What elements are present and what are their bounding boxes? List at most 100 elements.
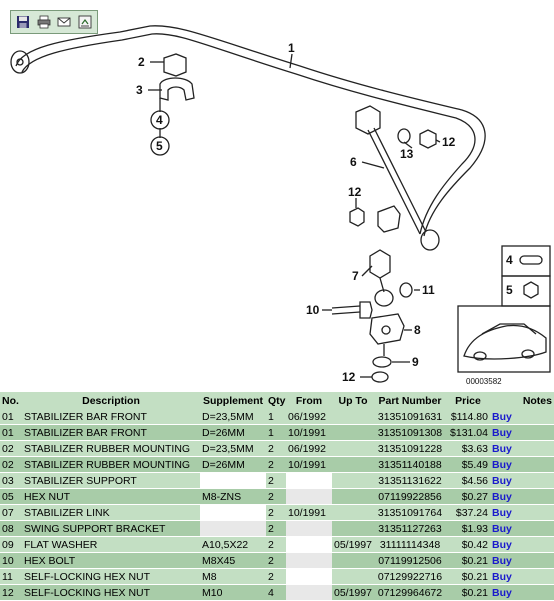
leader-13 bbox=[403, 141, 413, 149]
row-qty: 2 bbox=[266, 568, 286, 585]
save-icon bbox=[17, 16, 30, 28]
car-thumbnail-wheel-rear bbox=[521, 349, 535, 359]
row-part-number: 31111114348 bbox=[374, 536, 446, 553]
stabilizer-bar-inner bbox=[21, 33, 476, 235]
row-upto bbox=[332, 520, 374, 537]
col-header-from: From bbox=[286, 392, 332, 409]
link-lower-bracket bbox=[377, 205, 401, 233]
col-header-part-number: Part Number bbox=[374, 392, 446, 409]
row-supplement: D=26MM bbox=[200, 456, 266, 473]
row-from: 10/1991 bbox=[286, 456, 332, 473]
part-label-12-bottom: 12 bbox=[342, 370, 356, 384]
row-buy-cell: Buy bbox=[490, 520, 554, 537]
row-upto bbox=[332, 568, 374, 585]
buy-button[interactable]: Buy bbox=[492, 522, 512, 535]
row-qty: 2 bbox=[266, 552, 286, 569]
row-description: HEX NUT bbox=[22, 488, 200, 505]
buy-button[interactable]: Buy bbox=[492, 554, 512, 567]
row-qty: 1 bbox=[266, 424, 286, 441]
row-from bbox=[286, 520, 332, 537]
col-header-qty: Qty bbox=[266, 392, 286, 409]
row-qty: 2 bbox=[266, 488, 286, 505]
link-lower-ball bbox=[420, 229, 440, 251]
export-button[interactable] bbox=[77, 14, 93, 30]
row-from: 10/1991 bbox=[286, 504, 332, 521]
row-buy-cell: Buy bbox=[490, 504, 554, 521]
buy-button[interactable]: Buy bbox=[492, 586, 512, 599]
row-description: STABILIZER RUBBER MOUNTING bbox=[22, 456, 200, 473]
row-no: 01 bbox=[0, 409, 22, 425]
row-upto bbox=[332, 488, 374, 505]
row-description: SELF-LOCKING HEX NUT bbox=[22, 584, 200, 601]
row-description: STABILIZER BAR FRONT bbox=[22, 409, 200, 425]
row-part-number: 07129922716 bbox=[374, 568, 446, 585]
row-supplement: M8 bbox=[200, 568, 266, 585]
parts-table: No. Description Supplement Qty From Up T… bbox=[0, 392, 554, 601]
buy-button[interactable]: Buy bbox=[492, 570, 512, 583]
print-icon bbox=[37, 15, 51, 29]
buy-button[interactable]: Buy bbox=[492, 458, 512, 471]
hex-bolt-shaft-b bbox=[331, 311, 361, 315]
part-label-12-top: 12 bbox=[442, 135, 456, 149]
buy-button[interactable]: Buy bbox=[492, 490, 512, 503]
buy-button[interactable]: Buy bbox=[492, 474, 512, 487]
row-price: $114.80 bbox=[446, 409, 490, 425]
row-qty: 2 bbox=[266, 520, 286, 537]
row-part-number: 07119922856 bbox=[374, 488, 446, 505]
col-header-upto: Up To bbox=[332, 392, 374, 409]
leader-6 bbox=[361, 161, 385, 169]
row-supplement: D=26MM bbox=[200, 424, 266, 441]
email-button[interactable] bbox=[56, 14, 72, 30]
leader-7 bbox=[361, 265, 373, 277]
row-qty: 4 bbox=[266, 584, 286, 601]
row-qty: 2 bbox=[266, 472, 286, 489]
link-rod-line-b bbox=[373, 127, 427, 233]
stabilizer-bar-outline bbox=[15, 25, 486, 237]
col-header-no: No. bbox=[0, 392, 22, 409]
row-price: $0.42 bbox=[446, 536, 490, 553]
row-no: 09 bbox=[0, 536, 22, 553]
parts-diagram-drawing: 1 2 3 4 5 6 12 13 12 7 11 10 8 9 12 4 5 … bbox=[10, 25, 551, 386]
email-icon bbox=[57, 17, 71, 27]
print-button[interactable] bbox=[36, 14, 52, 30]
part-label-3: 3 bbox=[136, 83, 143, 97]
link-top-bushing bbox=[355, 105, 381, 135]
row-from bbox=[286, 584, 332, 601]
callout-5-circle bbox=[150, 136, 170, 156]
nut-12-bottom-shape bbox=[371, 371, 389, 383]
legend-5-shape bbox=[523, 281, 539, 299]
row-part-number: 31351091308 bbox=[374, 424, 446, 441]
row-from bbox=[286, 472, 332, 489]
row-qty: 2 bbox=[266, 536, 286, 553]
row-price: $37.24 bbox=[446, 504, 490, 521]
row-upto: 05/1997 bbox=[332, 536, 374, 553]
row-from bbox=[286, 568, 332, 585]
nut-11-shape bbox=[399, 282, 413, 298]
row-part-number: 07119912506 bbox=[374, 552, 446, 569]
row-part-number: 31351091631 bbox=[374, 409, 446, 425]
save-button[interactable] bbox=[15, 14, 31, 30]
col-header-supplement: Supplement bbox=[200, 392, 266, 409]
buy-button[interactable]: Buy bbox=[492, 410, 512, 423]
row-price: $1.93 bbox=[446, 520, 490, 537]
row-supplement: A10,5X22 bbox=[200, 536, 266, 553]
row-supplement bbox=[200, 472, 266, 489]
buy-button[interactable]: Buy bbox=[492, 426, 512, 439]
part-label-1: 1 bbox=[288, 41, 295, 55]
swing-bracket-hole bbox=[381, 325, 391, 335]
row-supplement bbox=[200, 504, 266, 521]
row-part-number: 31351140188 bbox=[374, 456, 446, 473]
buy-button[interactable]: Buy bbox=[492, 506, 512, 519]
row-no: 08 bbox=[0, 520, 22, 537]
bar-end-hole bbox=[16, 58, 24, 66]
row-buy-cell: Buy bbox=[490, 424, 554, 441]
row-from bbox=[286, 552, 332, 569]
row-buy-cell: Buy bbox=[490, 584, 554, 601]
buy-button[interactable]: Buy bbox=[492, 538, 512, 551]
table-header-row: No. Description Supplement Qty From Up T… bbox=[0, 392, 554, 409]
leader-12-top bbox=[435, 139, 441, 143]
buy-button[interactable]: Buy bbox=[492, 442, 512, 455]
